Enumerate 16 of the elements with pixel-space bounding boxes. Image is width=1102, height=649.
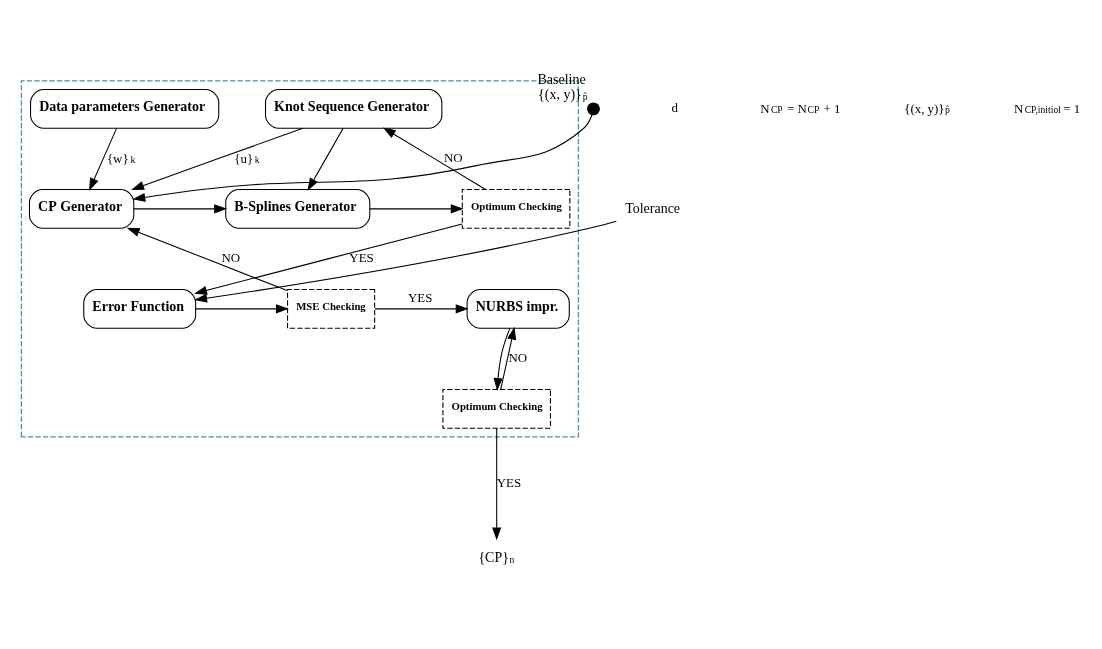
edge-label: {w}k	[106, 151, 136, 166]
label: d	[671, 100, 678, 115]
edge-label: YES	[349, 250, 374, 265]
edge-label: NO	[444, 150, 463, 165]
node-text: Tolerance	[625, 200, 681, 216]
edge-label: NO	[508, 350, 528, 365]
edge-label: YES	[407, 290, 433, 305]
node-label: {(x, y)}p̂	[538, 86, 588, 102]
node-text: {CP}n	[478, 549, 515, 565]
label: NCP,initiol = 1	[1013, 101, 1081, 116]
edge-label: {u}k	[234, 151, 260, 166]
edge-label: YES	[496, 475, 522, 490]
edge-label: NO	[221, 250, 241, 265]
node-label: Baseline	[537, 71, 586, 87]
label: {(x, y)}p̂	[904, 101, 950, 116]
label: NCP = NCP + 1	[760, 101, 841, 116]
